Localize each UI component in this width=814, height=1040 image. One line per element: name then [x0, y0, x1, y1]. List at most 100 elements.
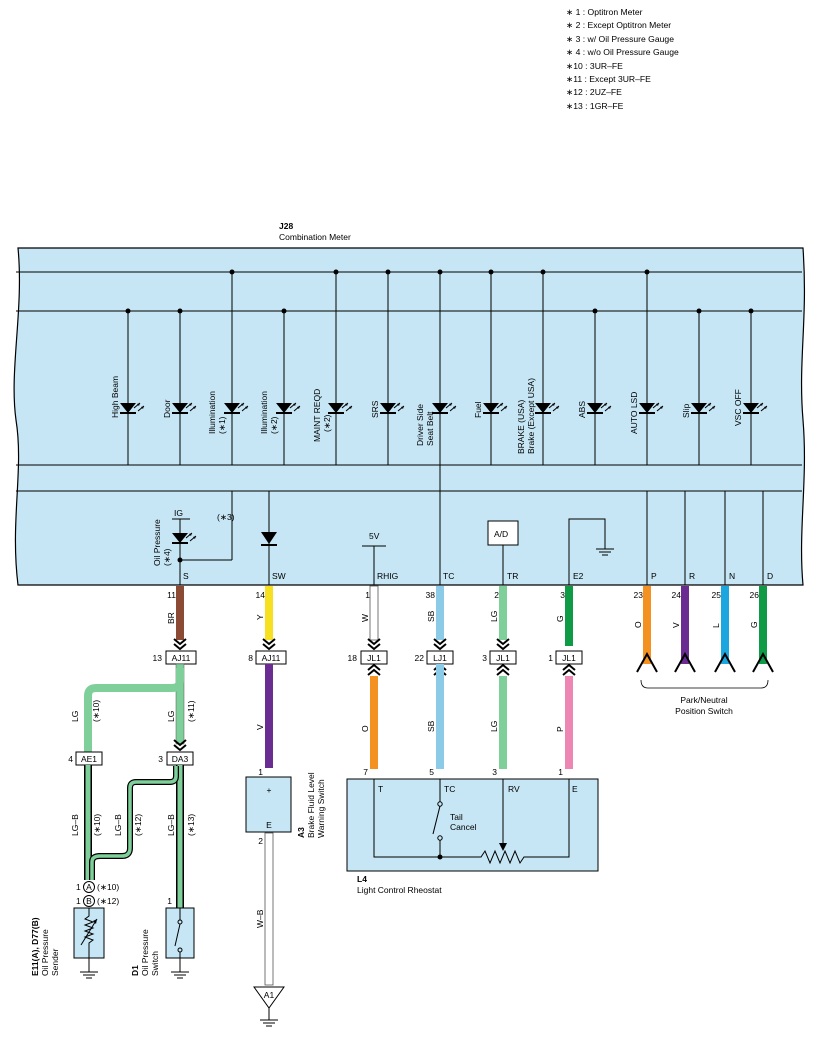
pin-number: 23: [634, 590, 644, 600]
wire-color: LG: [489, 721, 499, 732]
e-label: E: [266, 820, 272, 830]
component-code: D1: [130, 965, 140, 976]
terminal-label: N: [729, 571, 735, 581]
indicator-label: Fuel: [473, 401, 483, 418]
pin-number: 2: [258, 836, 263, 846]
terminal-label: D: [767, 571, 773, 581]
wire-color: LG: [166, 711, 176, 722]
oil-pressure-note: (∗4): [162, 548, 172, 566]
pin-label: RV: [508, 784, 520, 794]
wire-color: SB: [426, 720, 436, 732]
pin-number: 1: [167, 896, 172, 906]
indicator-label: Illumination: [259, 391, 269, 434]
light-control-rheostat: T TC RV E Tail Cancel L4 Light Control R…: [346, 778, 599, 895]
connector-name: AE1: [81, 754, 97, 764]
component-name: Oil Pressure: [40, 929, 50, 976]
terminal-label: RHIG: [377, 571, 398, 581]
wire-note: (∗11): [186, 700, 196, 722]
wire-color: G: [555, 615, 565, 622]
indicator-label: Slip: [681, 404, 691, 418]
wire-color: V: [671, 622, 681, 628]
connector-pin: 22: [415, 653, 425, 663]
brake-fluid-switch: + E A3 Brake Fluid Level Warning Switch: [245, 772, 326, 838]
ad-converter: A/D: [487, 520, 519, 585]
wire-color: O: [633, 621, 643, 628]
component-name: Brake Fluid Level: [306, 772, 316, 838]
wire-color: O: [360, 725, 370, 732]
component-name: Light Control Rheostat: [357, 885, 442, 895]
component-name: Sender: [50, 948, 60, 976]
wire-color: V: [255, 724, 265, 730]
wire-color: LG–B: [70, 814, 80, 836]
connector-pin: 1: [548, 653, 553, 663]
connector-name: AJ11: [172, 653, 191, 663]
indicator-label: SRS: [370, 400, 380, 418]
wire-note: (∗10): [91, 700, 101, 722]
note-3: (∗3): [217, 512, 235, 522]
note-line: ∗ 3 : w/ Oil Pressure Gauge: [566, 33, 674, 44]
indicator-label: AUTO LSD: [629, 392, 639, 434]
pin-label: TC: [444, 784, 455, 794]
note-line: ∗12 : 2UZ–FE: [566, 87, 622, 98]
wire-color: LG–B: [166, 814, 176, 836]
tail-cancel-label: Tail: [450, 812, 463, 822]
option-notes: ∗ 1 : Optitron Meter ∗ 2 : Except Optitr…: [566, 6, 679, 113]
indicator-label: High Beam: [110, 376, 120, 418]
wire-color: SB: [426, 610, 436, 622]
wire-color: W–B: [255, 909, 265, 928]
combination-meter-box: [13, 247, 806, 586]
oil-pressure-switch: 1 D1 Oil Pressure Switch: [130, 896, 195, 979]
note-line: ∗ 4 : w/o Oil Pressure Gauge: [566, 47, 679, 58]
meter-name: Combination Meter: [279, 232, 351, 242]
5v-label: 5V: [369, 531, 380, 541]
connector-name: JL1: [367, 653, 381, 663]
pin-number: 38: [426, 590, 436, 600]
connector-pin: 8: [248, 653, 253, 663]
terminal-label: TC: [443, 571, 454, 581]
wire-note: (∗13): [186, 814, 196, 836]
connector-row: 13 AJ11 8 AJ11 18 JL1 22 LJ1 3 JL1 1 JL1: [153, 650, 583, 665]
pin-number: 3: [560, 590, 565, 600]
pin-number: 1: [76, 882, 81, 892]
park-neutral-arrows: Park/Neutral Position Switch: [636, 651, 774, 716]
note-line: ∗ 1 : Optitron Meter: [566, 7, 643, 17]
pin-number: 14: [256, 590, 266, 600]
oil-pressure-label: Oil Pressure: [152, 519, 162, 566]
component-code: L4: [357, 874, 367, 884]
wire-color: LG: [70, 711, 80, 722]
indicator-bank: [119, 269, 768, 585]
terminal-label: P: [651, 571, 657, 581]
wire-color: P: [555, 726, 565, 732]
terminal-label: E2: [573, 571, 584, 581]
component-name: Warning Switch: [316, 779, 326, 838]
component-code: A3: [296, 827, 306, 838]
indicator-label: Driver Side: [415, 404, 425, 446]
wire-color: LG–B: [113, 814, 123, 836]
terminal-label: S: [183, 571, 189, 581]
wire-color: LG: [489, 611, 499, 622]
indicator-label: MAINT REQD: [312, 389, 322, 442]
pin-number: 24: [672, 590, 682, 600]
wire-segments: [176, 585, 767, 664]
terminal-label: TR: [507, 571, 518, 581]
pin-number: 25: [712, 590, 722, 600]
wire-color: Y: [255, 614, 265, 620]
meter-code: J28: [279, 221, 293, 231]
tail-cancel-label: Cancel: [450, 822, 477, 832]
pin-number: 1: [258, 767, 263, 777]
wire-color: BR: [166, 612, 176, 624]
connector-pin: 18: [348, 653, 358, 663]
oil-pressure-indicator: IG (∗3) Oil Pressure (∗4): [152, 491, 235, 585]
component-code: E11(A), D77(B): [30, 917, 40, 976]
pn-switch-label: Park/Neutral: [680, 695, 727, 705]
pin-number: 11: [167, 590, 176, 600]
pn-switch-label: Position Switch: [675, 706, 733, 716]
wire-note: (∗10): [92, 814, 102, 836]
pin-label: T: [378, 784, 383, 794]
wire-color: L: [711, 623, 721, 628]
note-line: ∗11 : Except 3UR–FE: [566, 74, 651, 85]
plus-label: +: [267, 785, 272, 795]
e2-ground: [568, 518, 615, 585]
pin-number: 26: [750, 590, 760, 600]
